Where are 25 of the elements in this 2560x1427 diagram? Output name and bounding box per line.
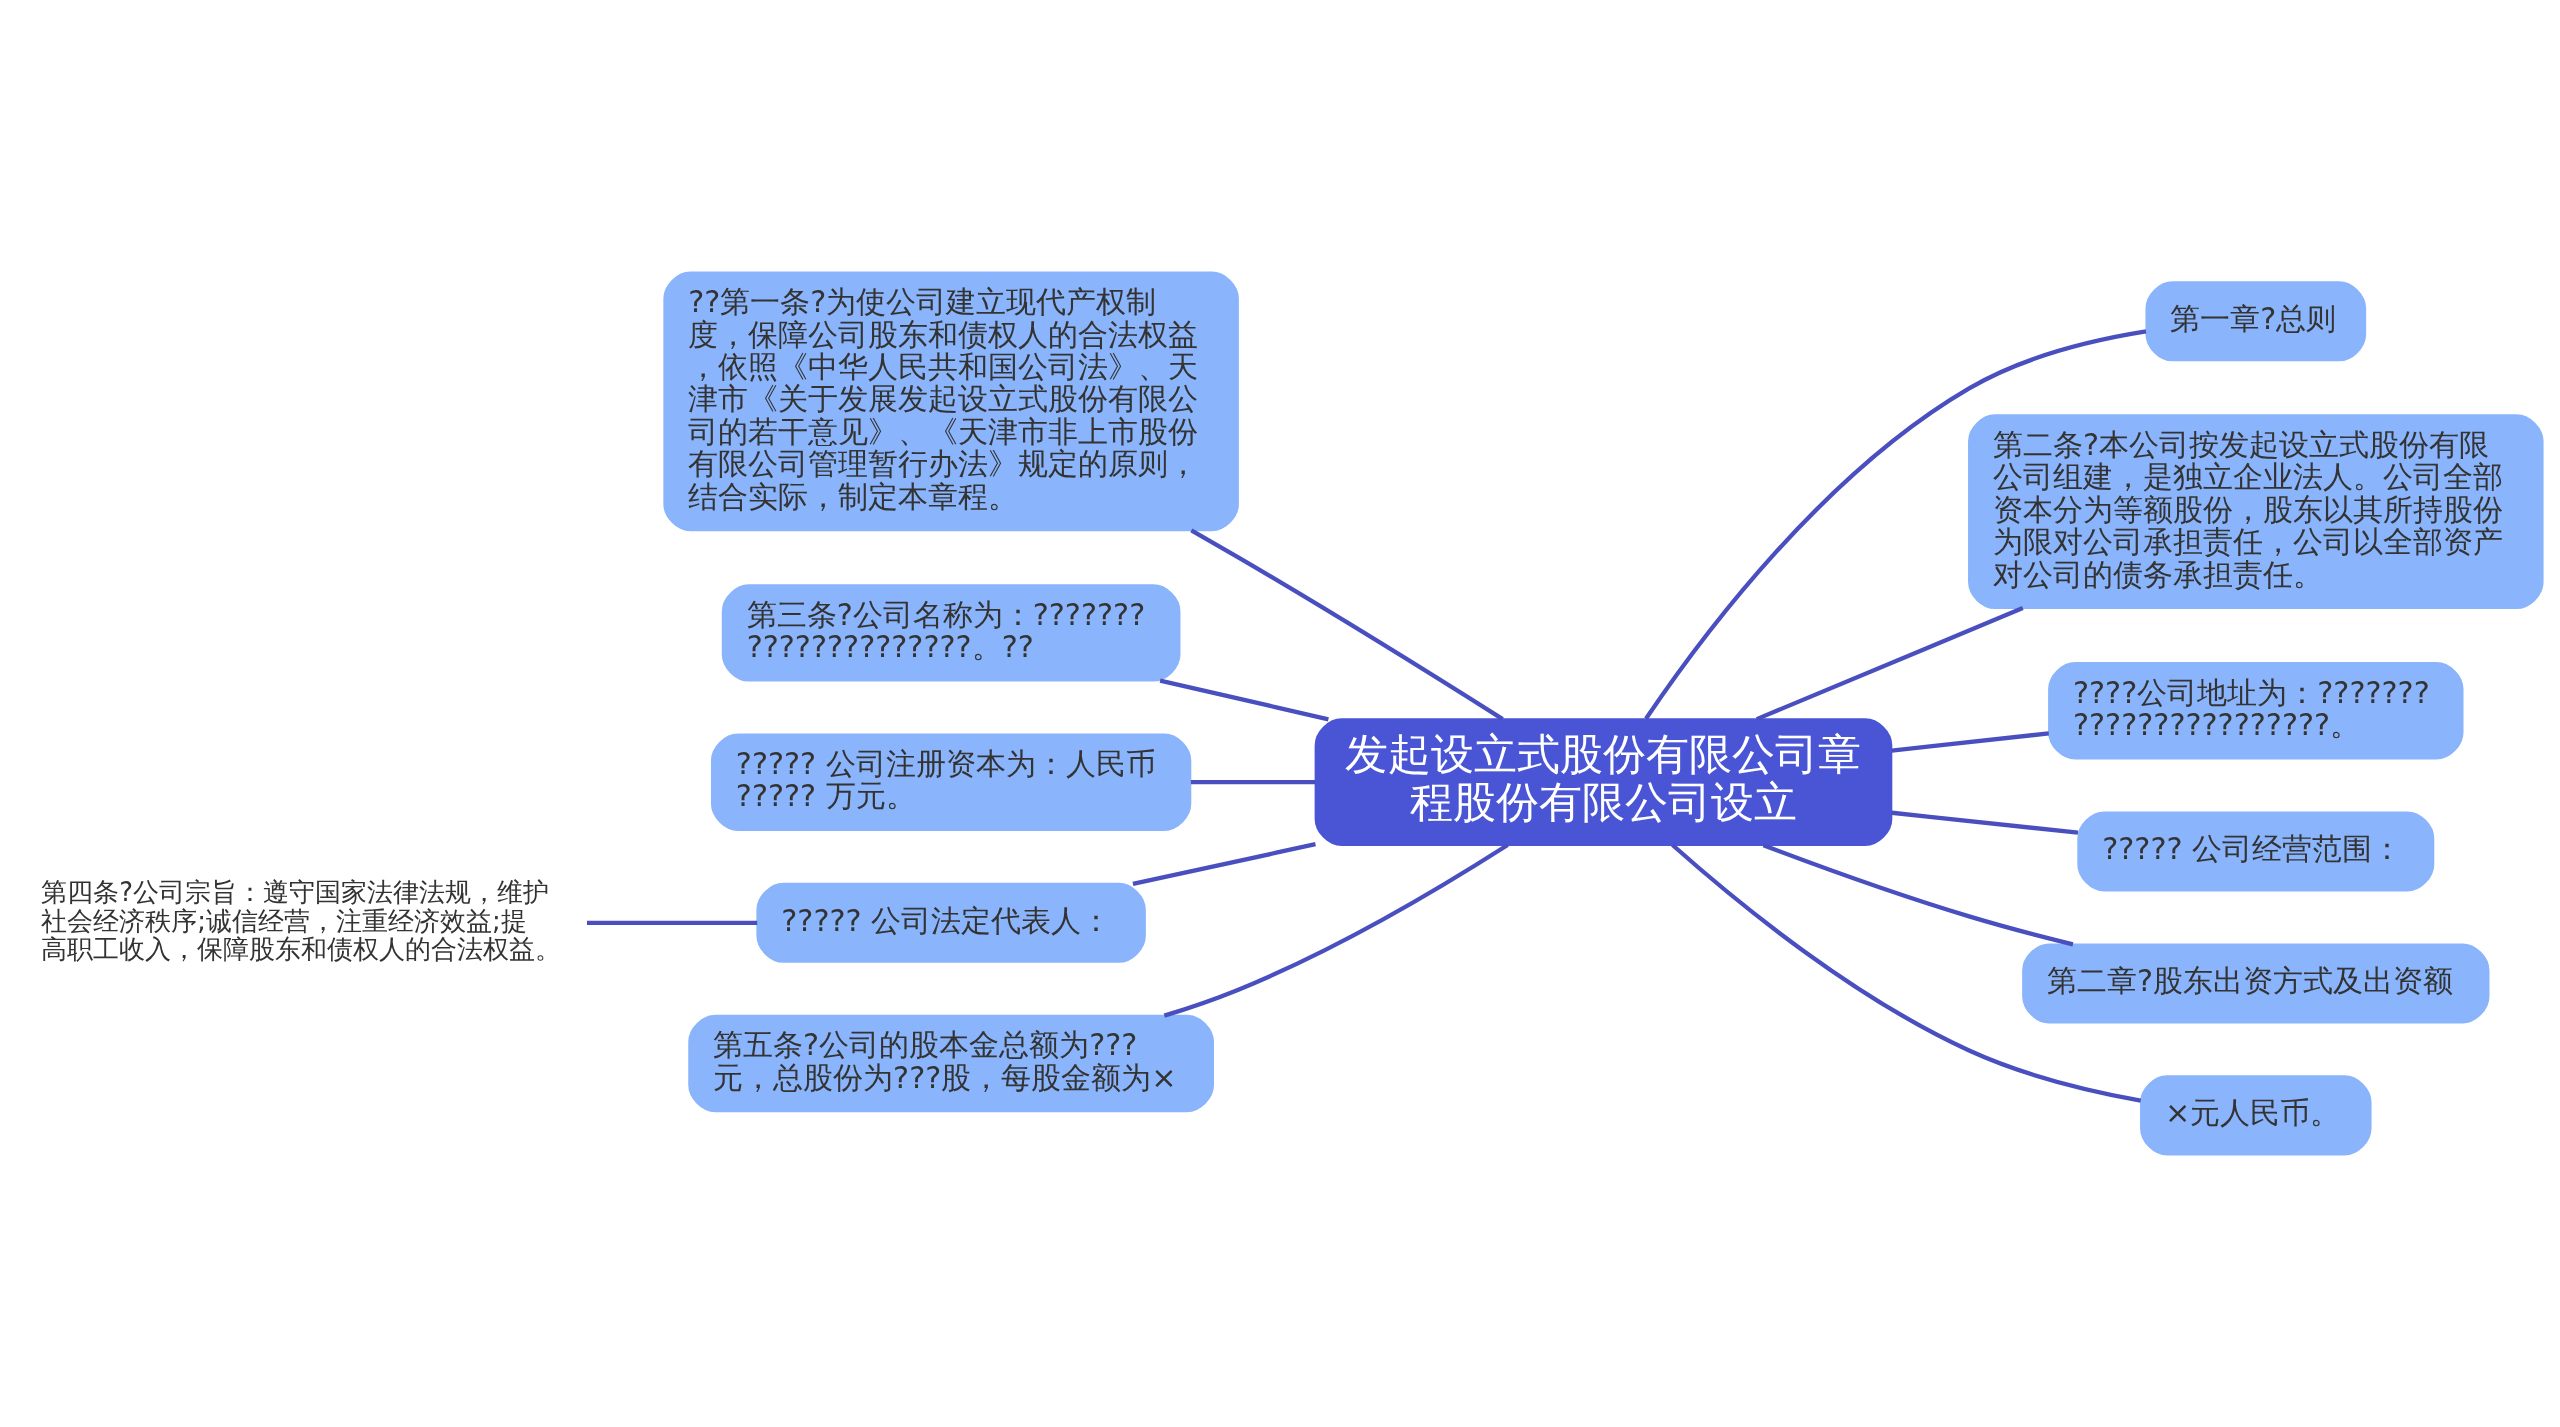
connector xyxy=(1163,843,1509,1018)
connector xyxy=(587,920,758,925)
connector xyxy=(1755,606,2024,722)
connector xyxy=(1132,842,1316,886)
node-box: 第五条?公司的股本金总额为??? 元，总股份为???股，每股金额为× xyxy=(688,1014,1214,1113)
connector xyxy=(1891,810,2079,835)
connector xyxy=(1762,843,2074,947)
node-box: ×元人民币。 xyxy=(2140,1075,2372,1156)
connector xyxy=(1190,528,1504,721)
node-box: ????? 公司法定代表人： xyxy=(756,882,1146,963)
node-box: 第二章?股东出资方式及出资额 xyxy=(2022,943,2490,1024)
node-box: 第二条?本公司按发起设立式股份有限公司组建，是独立企业法人。公司全部资本分为等额股份，股东以其所持股份为限对公司承担责任，公司以全部资产对公司的债务承担责任。 xyxy=(1968,414,2544,610)
node-box: ????? 公司经营范围： xyxy=(2077,811,2435,892)
node-box: ????? 公司注册资本为：人民币????? 万元。 xyxy=(710,733,1192,831)
node-box: ??第一条?为使公司建立现代产权制度，保障公司股东和债权人的合法权益，依照《中华人民共和国公司法》、天津市《关于发展发起设立式股份有限公司的若干意见》、《天津市非上市股份有限公司管理暂行办法》规定的原则，结合实际，制定本章程。 xyxy=(663,271,1239,532)
node-box: 第三条?公司名称为：?????????????????????。?? xyxy=(721,584,1181,682)
connector xyxy=(1671,843,2142,1103)
connector xyxy=(1190,780,1316,785)
node-box: ????公司地址为：???????????????????????。 xyxy=(2048,662,2464,760)
node-text: 第四条?公司宗旨：遵守国家法律法规，维护社会经济秩序;诚信经营，注重经济效益;提高职工收入，保障股东和债权人的合法权益。 xyxy=(41,877,562,964)
node-box: 第一章?总则 xyxy=(2145,281,2367,362)
connector xyxy=(1159,678,1329,722)
connector xyxy=(1644,329,2147,721)
connector xyxy=(1891,731,2049,753)
node-box: 发起设立式股份有限公司章程股份有限公司设立 xyxy=(1314,718,1893,847)
